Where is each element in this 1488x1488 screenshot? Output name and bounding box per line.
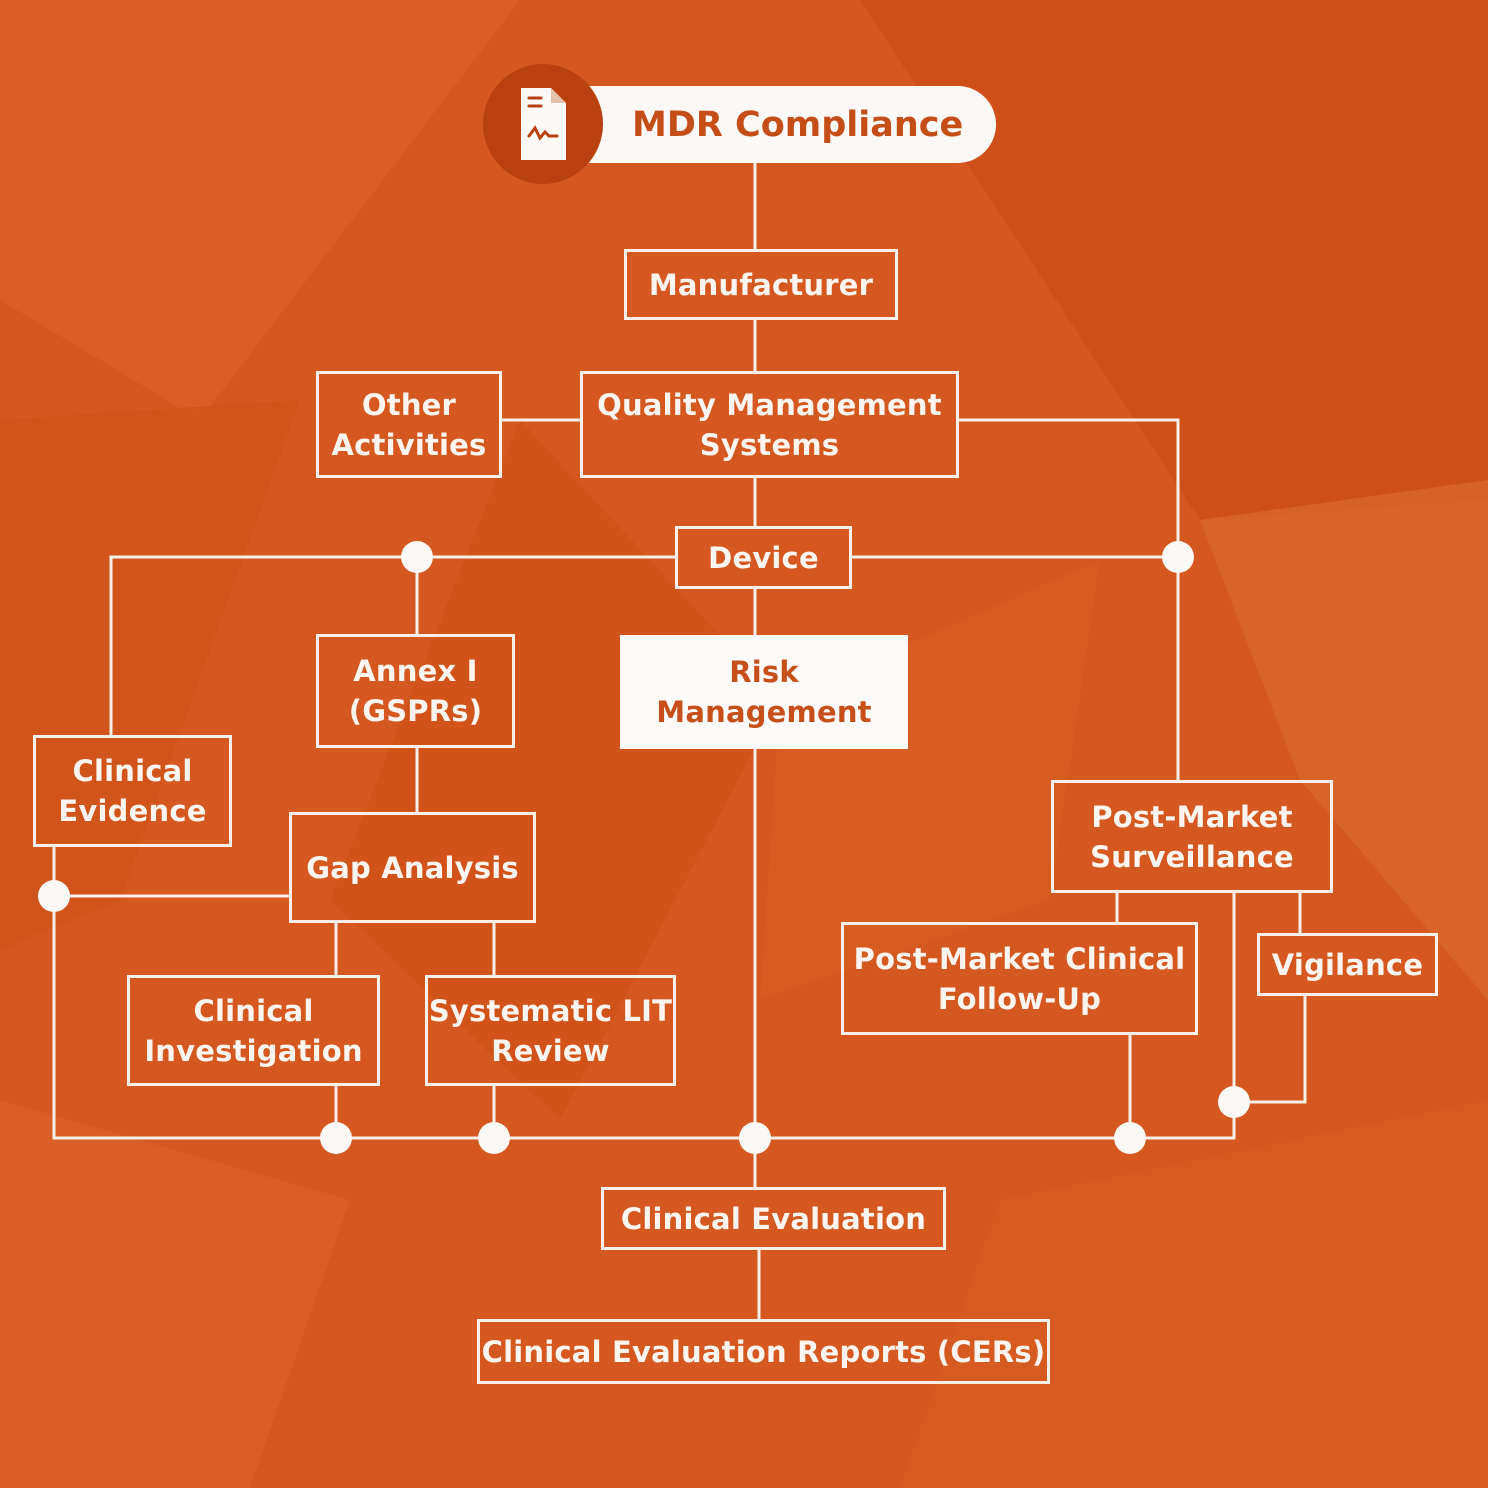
other-activities-box: Other Activities xyxy=(316,371,502,478)
post-market-surveillance-box: Post-Market Surveillance xyxy=(1051,780,1333,893)
systematic-lit-review-box: Systematic LIT Review xyxy=(425,975,676,1086)
annex-gsprs-box: Annex I (GSPRs) xyxy=(316,634,515,748)
clinical-evidence-box: Clinical Evidence xyxy=(33,735,232,847)
clinical-evaluation-box: Clinical Evaluation xyxy=(601,1187,946,1250)
gap-analysis-box: Gap Analysis xyxy=(289,812,536,923)
pmcf-box: Post-Market Clinical Follow-Up xyxy=(841,922,1198,1035)
junction-dot xyxy=(401,541,433,573)
junction-dot xyxy=(478,1122,510,1154)
junction-dot xyxy=(1114,1122,1146,1154)
cers-box: Clinical Evaluation Reports (CERs) xyxy=(477,1319,1050,1384)
junction-dot xyxy=(739,1122,771,1154)
junction-dot xyxy=(1162,541,1194,573)
page-title: MDR Compliance xyxy=(632,104,964,145)
title-icon-badge xyxy=(483,64,603,184)
manufacturer-box: Manufacturer xyxy=(624,249,898,320)
vigilance-box: Vigilance xyxy=(1257,933,1438,996)
device-box: Device xyxy=(675,526,852,589)
document-signature-icon xyxy=(521,88,566,160)
risk-management-box: Risk Management xyxy=(620,635,908,749)
junction-dot xyxy=(38,880,70,912)
clinical-investigation-box: Clinical Investigation xyxy=(127,975,380,1086)
junction-dot xyxy=(320,1122,352,1154)
junction-dot xyxy=(1218,1086,1250,1118)
qms-box: Quality Management Systems xyxy=(580,371,959,478)
title-pill: MDR Compliance xyxy=(540,86,996,163)
